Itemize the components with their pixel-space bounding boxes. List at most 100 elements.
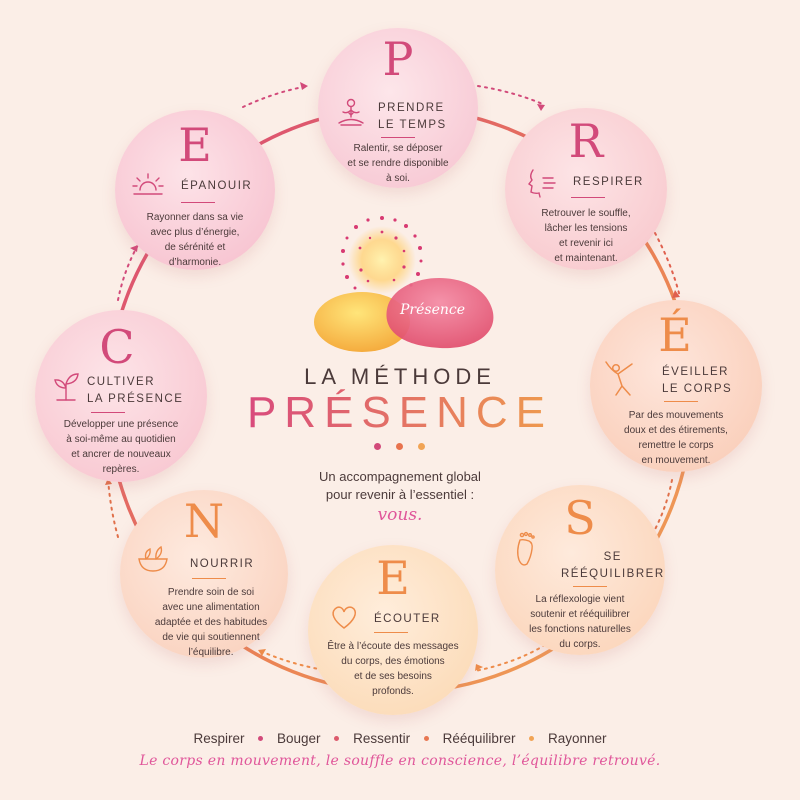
sprout-icon [54, 373, 79, 401]
node-description: Par des mouvements doux et des étirement… [608, 408, 744, 468]
desc-line: Rayonner dans sa vie [146, 212, 244, 223]
tagline-emphasis: vous. [377, 505, 423, 525]
desc-line: repères. [102, 464, 140, 475]
node-title: PRENDRE LE TEMPS [378, 100, 447, 133]
desc-line: à soi-même au quotidien [66, 434, 176, 445]
divider [664, 401, 698, 402]
desc-line: Développer une présence [63, 419, 179, 430]
separator-dot [334, 736, 340, 741]
desc-line: du corps. [559, 639, 601, 650]
logo-wordmark: Présence [400, 302, 466, 318]
node-cultiver-la-presence: C CULTIVER LA PRÉSENCE Développer une pr… [35, 310, 207, 482]
divider [181, 202, 215, 203]
node-title-line-2: RÉÉQUILIBRER [561, 567, 665, 580]
node-title-line-2: LE CORPS [662, 382, 733, 395]
divider [91, 412, 125, 413]
node-eveiller-le-corps: É ÉVEILLER LE CORPS Par des mouvements d… [590, 300, 762, 472]
node-title: ÉPANOUIR [181, 178, 252, 195]
presence-logo [314, 216, 494, 352]
node-se-reequilibrer: S SE RÉÉQUILIBRER La réflexologie vient … [495, 485, 665, 655]
desc-line: en mouvement. [641, 455, 711, 466]
tagline-line-2: pour revenir à l’essentiel : [325, 487, 475, 503]
divider [192, 578, 226, 579]
desc-line: de vie qui soutiennent [162, 632, 260, 643]
breathing-face-icon [527, 169, 556, 198]
divider [573, 586, 607, 587]
tagline-line-1: Un accompagnement global [319, 469, 481, 484]
meditation-icon [338, 98, 364, 126]
node-description: Retrouver le souffle, lâcher les tension… [521, 206, 651, 266]
node-title: SE RÉÉQUILIBRER [561, 549, 665, 582]
node-letter: P [382, 32, 414, 86]
separator-dot [258, 736, 264, 741]
node-description: Être à l’écoute des messages du corps, d… [318, 639, 468, 699]
node-letter: É [658, 308, 692, 362]
desc-line: de sérénité et [164, 242, 226, 253]
desc-line: et maintenant. [554, 253, 618, 264]
desc-line: remettre le corps [638, 440, 714, 451]
keywords-row: Respirer Bouger Ressentir Rééquilibrer R… [0, 731, 800, 746]
node-letter: N [183, 494, 225, 548]
node-description: Ralentir, se déposer et se rendre dispon… [333, 141, 463, 186]
sunrise-icon [132, 173, 164, 195]
desc-line: Par des mouvements [628, 410, 724, 421]
desc-line: d’harmonie. [168, 257, 222, 268]
keyword: Respirer [193, 731, 245, 746]
desc-line: profonds. [372, 686, 414, 697]
node-title: RESPIRER [573, 174, 644, 191]
node-title-line-1: NOURRIR [190, 558, 255, 570]
divider [571, 197, 605, 198]
tagline: Un accompagnement global pour revenir à … [280, 468, 520, 504]
desc-line: Ralentir, se déposer [353, 143, 443, 154]
decorative-dots [368, 443, 432, 453]
desc-line: La réflexologie vient [535, 594, 625, 605]
node-ecouter: E ÉCOUTER Être à l’écoute des messages d… [308, 545, 478, 715]
desc-line: Retrouver le souffle, [541, 208, 631, 219]
desc-line: l’équilibre. [188, 647, 234, 658]
node-letter: E [178, 118, 212, 172]
keyword: Rééquilibrer [442, 731, 516, 746]
stretching-person-icon [605, 361, 633, 396]
desc-line: et ancrer de nouveaux [71, 449, 171, 460]
keyword: Rayonner [547, 731, 607, 746]
desc-line: soutenir et rééquilibrer [530, 609, 630, 620]
node-title-line-2: LA PRÉSENCE [87, 392, 184, 405]
node-letter: S [564, 491, 596, 545]
bowl-icon [138, 545, 168, 572]
motto: Le corps en mouvement, le souffle en con… [139, 753, 661, 769]
desc-line: et revenir ici [559, 238, 613, 249]
node-respirer: R RESPIRER Retrouver le souffle, lâcher … [505, 108, 667, 270]
node-title-line-1: SE [603, 551, 622, 563]
node-title-line-1: PRENDRE [378, 102, 445, 114]
node-title-line-1: RESPIRER [573, 176, 644, 188]
desc-line: lâcher les tensions [544, 223, 628, 234]
foot-icon [517, 531, 535, 566]
node-letter: C [99, 320, 135, 374]
node-nourrir: N NOURRIR Prendre soin de soi avec une a… [120, 490, 288, 658]
divider [381, 137, 415, 138]
separator-dot [529, 736, 535, 741]
node-description: La réflexologie vient soutenir et rééqui… [511, 592, 649, 652]
desc-line: et de ses besoins [354, 671, 432, 682]
node-title: NOURRIR [190, 556, 254, 573]
desc-line: avec une alimentation [162, 602, 260, 613]
node-title-line-1: ÉVEILLER [662, 366, 729, 378]
desc-line: Prendre soin de soi [167, 587, 255, 598]
node-title: ÉVEILLER LE CORPS [662, 364, 732, 397]
desc-line: Être à l’écoute des messages [327, 641, 459, 652]
divider [374, 632, 408, 633]
desc-line: et se rendre disponible [347, 158, 449, 169]
node-epanouir: E ÉPANOUIR Rayonner dans sa vie avec plu… [115, 110, 275, 270]
node-title-line-1: CULTIVER [87, 376, 156, 388]
heart-hands-icon [332, 606, 356, 629]
node-letter: R [568, 114, 604, 168]
desc-line: adaptée et des habitudes [154, 617, 268, 628]
desc-line: avec plus d’énergie, [150, 227, 240, 238]
keyword: Ressentir [353, 731, 411, 746]
node-prendre-le-temps: P PRENDRE LE TEMPS Ralentir, se déposer … [318, 28, 478, 188]
desc-line: du corps, des émotions [341, 656, 445, 667]
desc-line: doux et des étirements, [624, 425, 728, 436]
node-description: Rayonner dans sa vie avec plus d’énergie… [131, 210, 259, 270]
node-title: ÉCOUTER [374, 611, 441, 628]
